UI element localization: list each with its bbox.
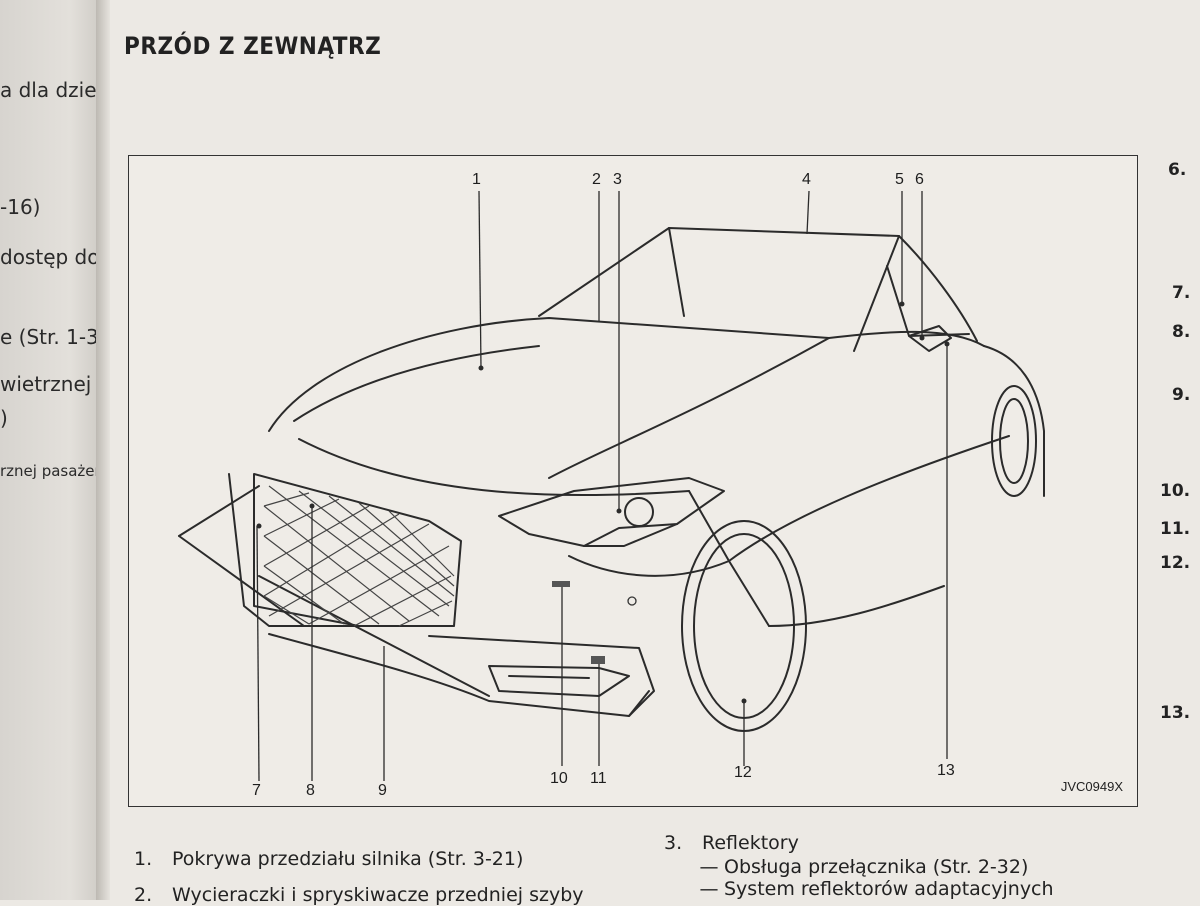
- right-number-12: 12.: [1160, 553, 1191, 573]
- section-title: PRZÓD Z ZEWNĄTRZ: [124, 32, 382, 60]
- book-gutter: [96, 0, 110, 900]
- callout-1: 1: [472, 171, 481, 188]
- legend-sub-2-dash: —: [699, 878, 719, 900]
- right-number-6: 6.: [1168, 160, 1187, 180]
- legend-sub-2-text: System reflektorów adaptacyjnych: [724, 878, 1054, 900]
- right-number-11: 11.: [1160, 519, 1191, 539]
- left-fragment-6: ): [0, 406, 8, 430]
- left-page-margin: a dla dzieci -16) dostęp do e (Str. 1-31…: [0, 0, 100, 900]
- callout-7: 7: [252, 782, 261, 799]
- callout-2: 2: [592, 171, 601, 188]
- callout-12: 12: [734, 764, 752, 781]
- left-fragment-1: a dla dzieci: [0, 78, 100, 102]
- callout-9: 9: [378, 782, 387, 799]
- legend-item-3-sub-2: —System reflektorów adaptacyjnych: [694, 878, 1054, 900]
- callout-3: 3: [613, 171, 622, 188]
- callout-11: 11: [590, 770, 607, 787]
- callout-8: 8: [306, 782, 315, 799]
- legend-sub-1-dash: —: [699, 856, 719, 878]
- legend-item-3-number: 3.: [664, 832, 683, 854]
- legend-item-1: 1. Pokrywa przedziału silnika (Str. 3-21): [134, 848, 523, 870]
- right-number-7: 7.: [1172, 283, 1191, 303]
- left-fragment-3: dostęp do: [0, 245, 100, 269]
- manual-page: PRZÓD Z ZEWNĄTRZ: [108, 0, 1200, 906]
- legend-item-2-number: 2.: [134, 884, 153, 906]
- right-number-10: 10.: [1160, 481, 1191, 501]
- car-front-illustration: [178, 190, 1045, 782]
- callout-10: 10: [550, 770, 568, 787]
- legend-item-3-sub-1: —Obsługa przełącznika (Str. 2-32): [694, 856, 1029, 878]
- right-number-9: 9.: [1172, 385, 1191, 405]
- car-exterior-figure: 1 2 3 4 5 6 7 8 9 10 11 12 13 JVC0949X: [128, 155, 1138, 807]
- legend-item-2: 2. Wycieraczki i spryskiwacze przedniej s…: [134, 884, 584, 906]
- legend-item-3: 3. Reflektory: [664, 832, 799, 854]
- callout-5: 5: [895, 171, 904, 188]
- legend-item-3-text: Reflektory: [702, 832, 799, 854]
- legend-item-1-number: 1.: [134, 848, 153, 870]
- left-fragment-2: -16): [0, 195, 41, 219]
- legend-item-1-text: Pokrywa przedziału silnika (Str. 3-21): [172, 848, 524, 870]
- figure-code: JVC0949X: [1060, 779, 1123, 794]
- callout-13: 13: [937, 762, 955, 779]
- legend-item-2-text: Wycieraczki i spryskiwacze przedniej szy…: [172, 884, 584, 906]
- left-fragment-4: e (Str. 1-31): [0, 325, 100, 349]
- left-fragment-5: wietrznej: [0, 372, 92, 396]
- callout-6: 6: [915, 171, 924, 188]
- legend-sub-1-text: Obsługa przełącznika (Str. 2-32): [724, 856, 1029, 878]
- right-number-8: 8.: [1172, 322, 1191, 342]
- left-fragment-7: rznej pasażera: [0, 462, 100, 480]
- callout-4: 4: [802, 171, 811, 188]
- right-number-13: 13.: [1160, 703, 1191, 723]
